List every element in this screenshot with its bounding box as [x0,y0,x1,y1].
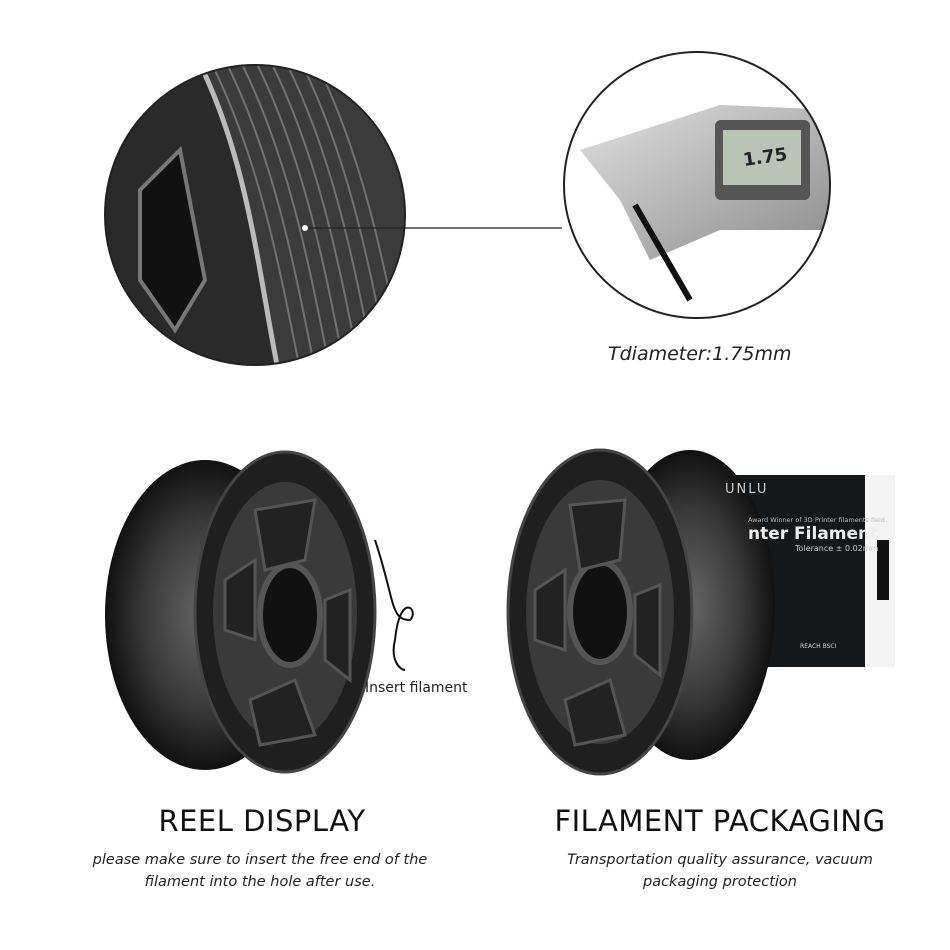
reel-left [105,450,414,774]
box-tolerance: Tolerance ± 0.02mm [795,544,879,553]
reel-description-line: filament into the hole after use. [144,874,376,890]
diameter-caption: Tdiameter:1.75mm [608,343,792,365]
packaging-description-line: Transportation quality assurance, vacuum [567,852,873,868]
filament-packaging-title: FILAMENT PACKAGING [554,804,886,838]
reel-display-title: REEL DISPLAY [158,804,366,838]
box-brand: UNLU [725,482,769,497]
insert-filament-label: Insert filament [365,680,468,696]
filament-closeup [105,65,405,365]
packaging-description: Transportation quality assurance, vacuum… [520,849,920,893]
reel-right [506,448,775,776]
caliper-closeup [564,52,830,318]
reel-description-line: please make sure to insert the free end … [92,852,428,868]
box-title: nter Filament [748,524,879,544]
box-certifications: REACH BSCI [800,643,837,650]
box-tagline: Award Winner of 3D Printer filaments fie… [748,516,885,524]
packaging-description-line: packaging protection [643,874,797,890]
reel-description: please make sure to insert the free end … [60,849,460,893]
